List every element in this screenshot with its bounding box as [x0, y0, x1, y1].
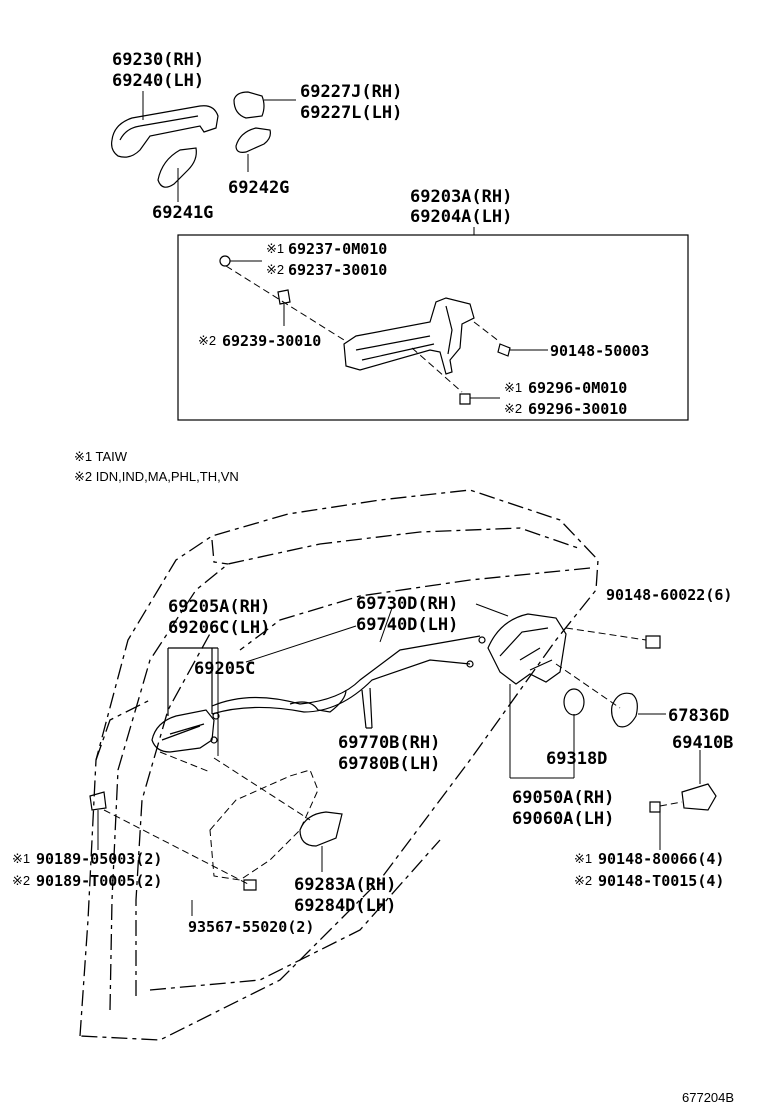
part-number-label: 93567-55020(2) — [188, 918, 314, 936]
part-number-label: 69050A(RH) — [512, 788, 614, 808]
part-number-label: 69204A(LH) — [410, 207, 512, 227]
svg-text:※2: ※2 — [12, 873, 30, 888]
part-number-label: 69237-0M010 — [288, 240, 387, 258]
handle-cover-part — [299, 811, 343, 847]
part-number-label: 69205C — [194, 659, 255, 679]
part-number-label: 90189-T0005(2) — [36, 872, 162, 890]
frame-assembly-box — [177, 234, 689, 421]
bolt-icon — [459, 393, 471, 405]
part-number-label: 69318D — [546, 749, 607, 769]
screw-icon — [243, 879, 257, 891]
handle-cap-part — [233, 91, 265, 119]
outside-handle-part — [111, 105, 219, 158]
part-number-label: 90148-60022(6) — [606, 586, 732, 604]
part-number-label: 90148-T0015(4) — [598, 872, 724, 890]
grommet-part — [611, 692, 638, 728]
striker-group — [649, 750, 717, 850]
part-number-label: 69227J(RH) — [300, 82, 402, 102]
door-cables — [211, 603, 509, 729]
part-number-label: 90189-05003(2) — [36, 850, 162, 868]
svg-text:※2: ※2 — [574, 873, 592, 888]
svg-text:※1: ※1 — [504, 380, 522, 395]
lower-parts-group — [89, 791, 343, 916]
figure-id: 677204B — [682, 1090, 734, 1105]
door-lock-group — [487, 613, 666, 779]
svg-text:※1: ※1 — [266, 241, 284, 256]
part-number-label: 69242G — [228, 178, 289, 198]
market-note: ※2 IDN,IND,MA,PHL,TH,VN — [74, 469, 239, 484]
part-number-label: 69203A(RH) — [410, 187, 512, 207]
handle-frame-group — [219, 255, 548, 405]
bolt-icon — [497, 343, 511, 357]
part-number-label: 69284D(LH) — [294, 896, 396, 916]
nut-icon — [277, 289, 291, 305]
screw-icon — [645, 635, 661, 649]
handle-frame-part — [343, 297, 475, 375]
inside-handle-group — [151, 647, 311, 821]
part-number-label: 69237-30010 — [288, 261, 387, 279]
part-number-label: 69296-0M010 — [528, 379, 627, 397]
clip-icon — [89, 791, 107, 811]
svg-text:※2: ※2 — [504, 401, 522, 416]
part-number-label: 69283A(RH) — [294, 875, 396, 895]
part-number-label: 69227L(LH) — [300, 103, 402, 123]
part-number-label: 90148-80066(4) — [598, 850, 724, 868]
handle-pad-part — [235, 127, 271, 153]
part-number-label: 69730D(RH) — [356, 594, 458, 614]
part-number-label: 69780B(LH) — [338, 754, 440, 774]
part-number-label: 69770B(RH) — [338, 733, 440, 753]
part-number-label: 69740D(LH) — [356, 615, 458, 635]
handle-gasket-part — [157, 147, 197, 188]
part-number-label: 69060A(LH) — [512, 809, 614, 829]
svg-text:※2: ※2 — [198, 333, 216, 348]
outside-handle-group — [111, 91, 296, 202]
screw-icon — [219, 255, 231, 267]
market-note: ※1 TAIW — [74, 449, 128, 464]
svg-text:※1: ※1 — [574, 851, 592, 866]
door-outline — [79, 489, 599, 1041]
seal-ring-icon — [563, 688, 585, 716]
part-number-label: 69205A(RH) — [168, 597, 270, 617]
part-number-label: 69410B — [672, 733, 733, 753]
part-number-label: 90148-50003 — [550, 342, 649, 360]
part-number-label: 69230(RH) — [112, 50, 204, 70]
part-number-label: 69239-30010 — [222, 332, 321, 350]
part-number-label: 67836D — [668, 706, 729, 726]
part-number-label: 69296-30010 — [528, 400, 627, 418]
part-number-label: 69241G — [152, 203, 213, 223]
bolt-icon — [649, 801, 661, 813]
part-number-label: 69240(LH) — [112, 71, 204, 91]
door-lock-part — [487, 613, 567, 685]
inside-handle-part — [151, 709, 215, 753]
part-number-label: 69206C(LH) — [168, 618, 270, 638]
svg-text:※2: ※2 — [266, 262, 284, 277]
striker-part — [681, 783, 717, 811]
svg-text:※1: ※1 — [12, 851, 30, 866]
